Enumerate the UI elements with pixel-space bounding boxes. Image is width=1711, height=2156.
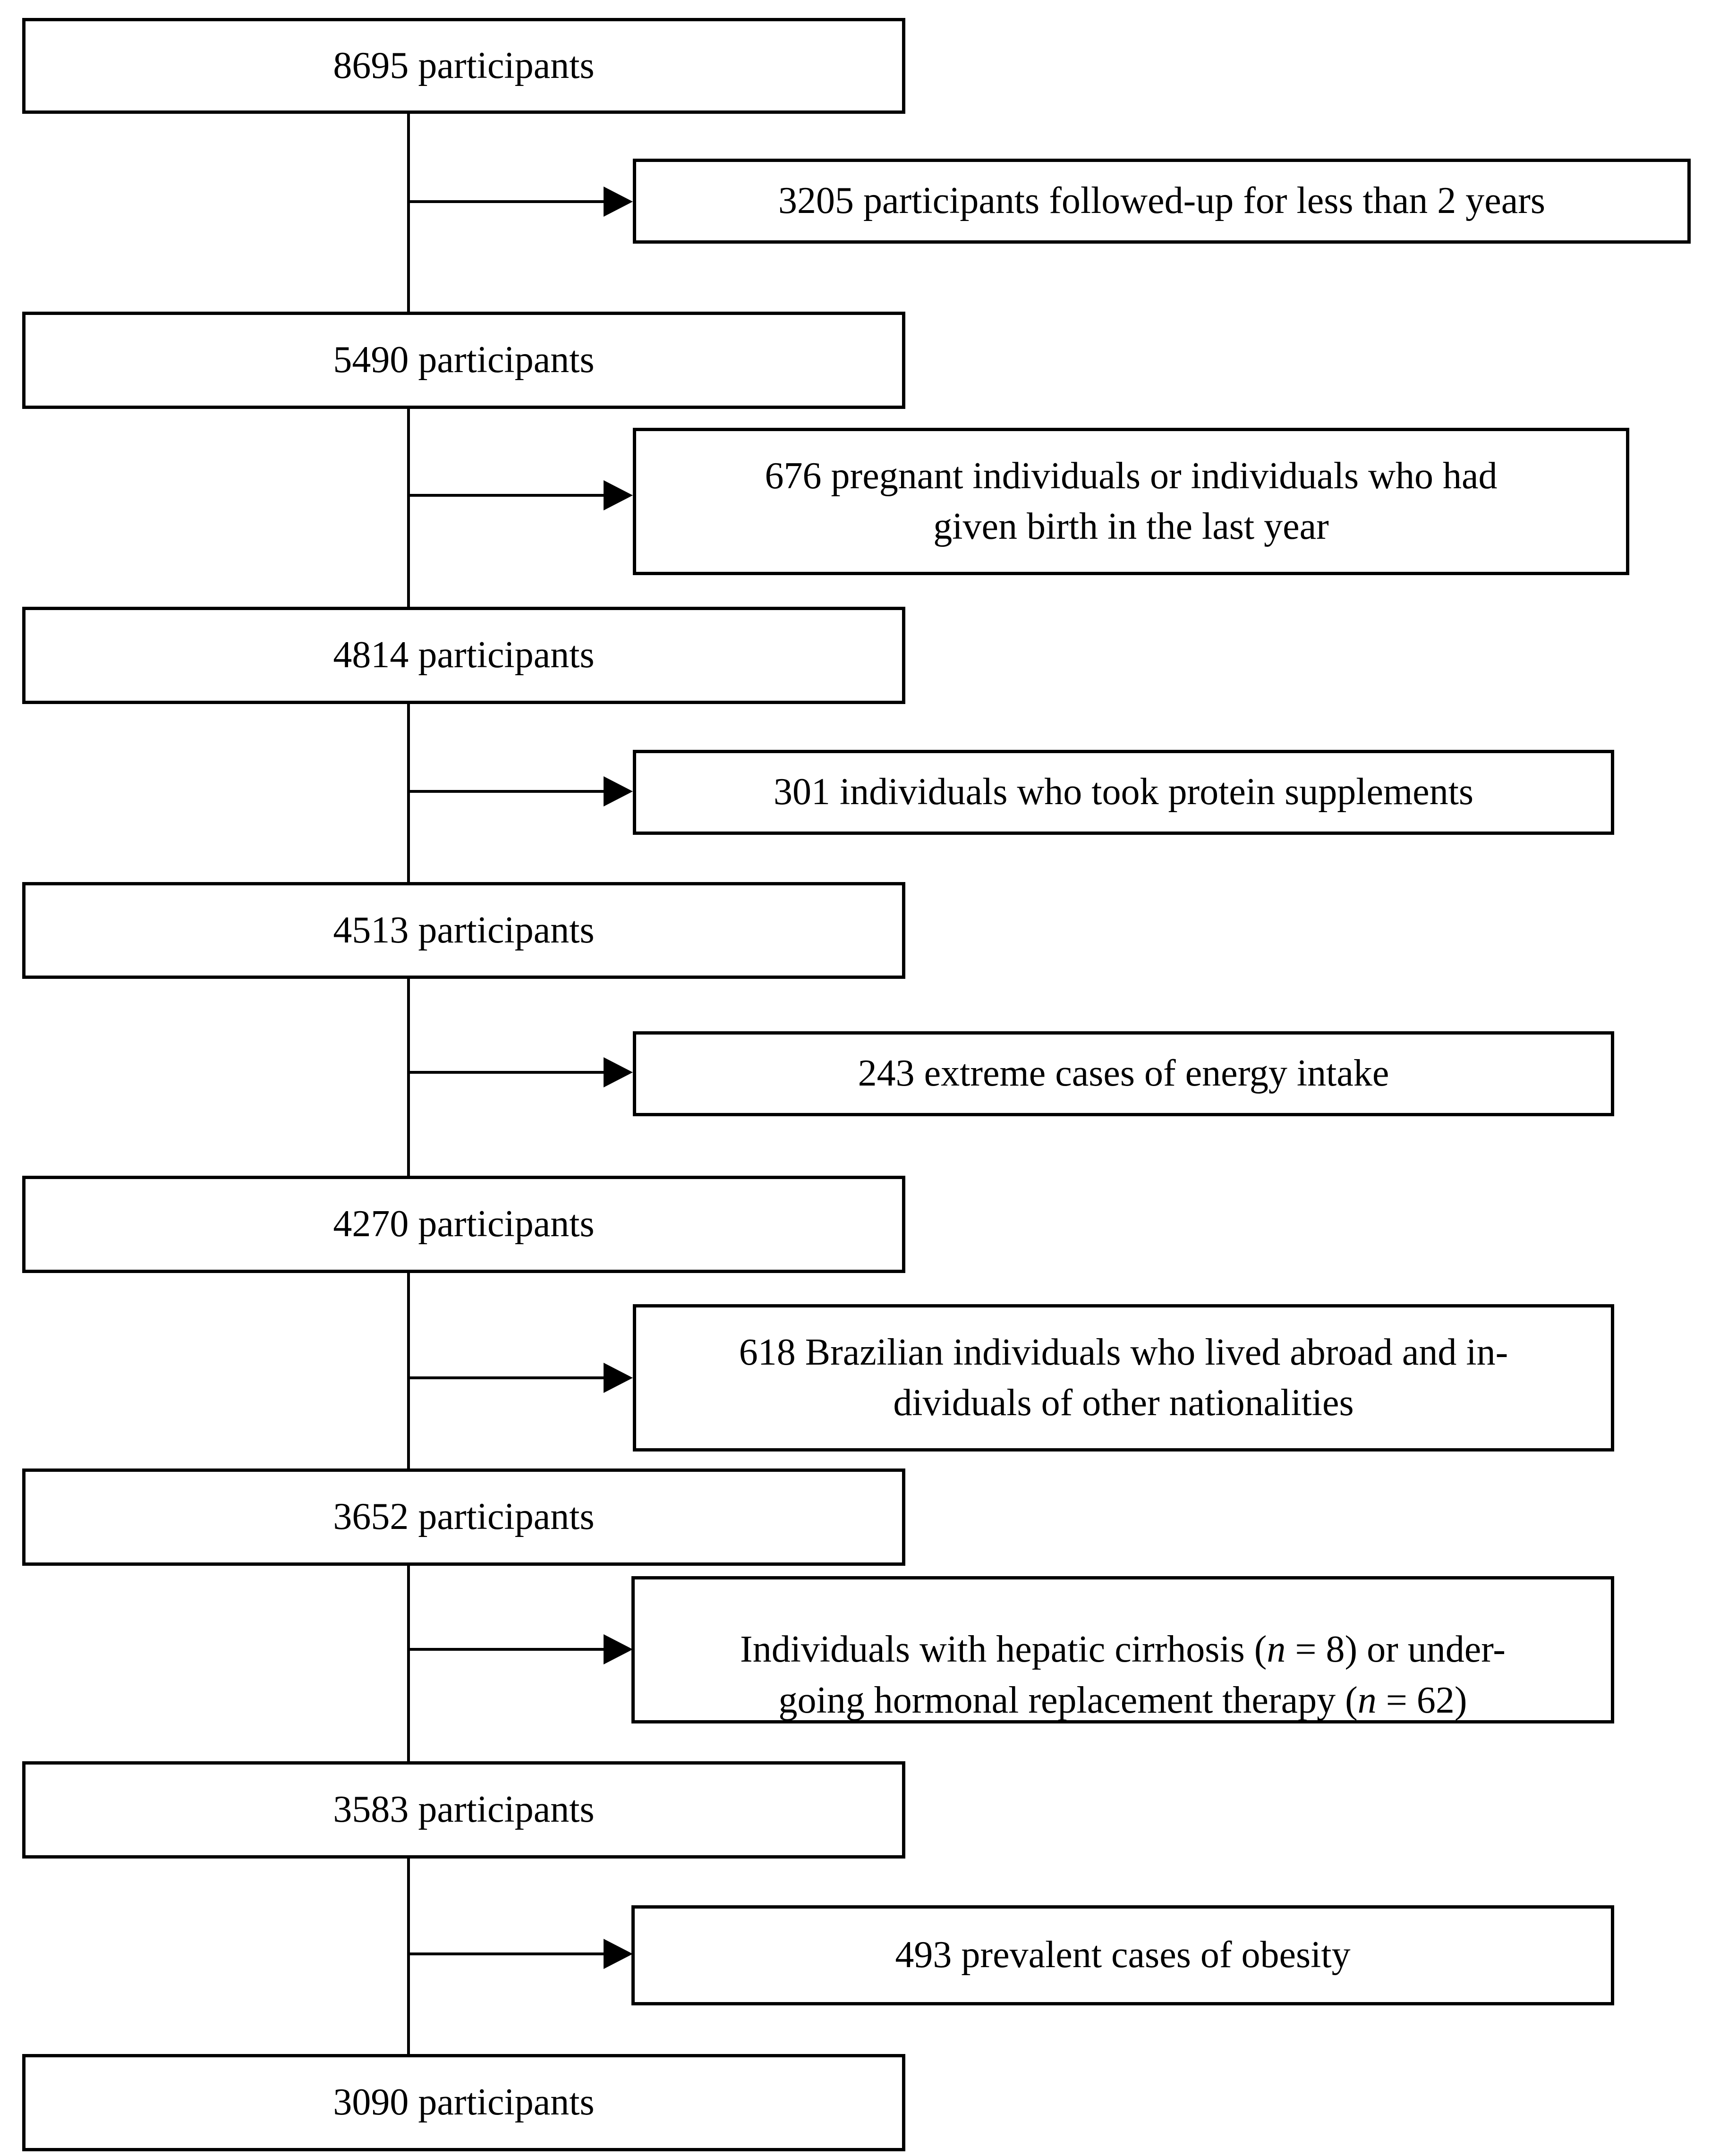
arrow-head-5 xyxy=(604,1363,633,1393)
arrow-head-1 xyxy=(604,187,633,217)
cirrhosis-text-part-2: = 8) or under- going hormonal replacemen… xyxy=(778,1629,1506,1721)
exclusion-box-pregnant: 676 pregnant individuals or individuals … xyxy=(633,428,1629,575)
exclusion-label-obesity: 493 prevalent cases of obesity xyxy=(895,1934,1351,1976)
participants-label-4814: 4814 participants xyxy=(333,634,595,676)
arrow-line-2 xyxy=(407,494,604,497)
cirrhosis-n-italic-2: n xyxy=(1357,1679,1377,1721)
cirrhosis-n-italic-1: n xyxy=(1267,1629,1286,1671)
exclusion-label-protein-supplements: 301 individuals who took protein supplem… xyxy=(773,771,1474,813)
exclusion-box-followup: 3205 participants followed-up for less t… xyxy=(633,159,1691,244)
spine-segment-2 xyxy=(407,408,410,607)
exclusion-label-followup: 3205 participants followed-up for less t… xyxy=(778,180,1546,222)
exclusion-box-protein-supplements: 301 individuals who took protein supplem… xyxy=(633,750,1614,835)
participants-label-3652: 3652 participants xyxy=(333,1496,595,1538)
arrow-line-7 xyxy=(407,1952,604,1955)
exclusion-box-obesity: 493 prevalent cases of obesity xyxy=(631,1905,1614,2005)
spine-segment-7 xyxy=(407,1858,410,2054)
cirrhosis-text-part-3: = 62) xyxy=(1376,1679,1467,1721)
participants-box-4814: 4814 participants xyxy=(22,607,905,704)
participants-box-4270: 4270 participants xyxy=(22,1176,905,1273)
participants-label-4270: 4270 participants xyxy=(333,1203,595,1245)
exclusion-label-cirrhosis-hrt: Individuals with hepatic cirrhosis (n = … xyxy=(635,1574,1611,1726)
exclusion-box-energy-intake: 243 extreme cases of energy intake xyxy=(633,1031,1614,1116)
spine-segment-5 xyxy=(407,1273,410,1468)
exclusion-label-nationality: 618 Brazilian individuals who lived abro… xyxy=(739,1331,1508,1424)
arrow-line-1 xyxy=(407,200,604,203)
arrow-head-3 xyxy=(604,776,633,806)
participants-label-5490: 5490 participants xyxy=(333,339,595,381)
participants-label-4513: 4513 participants xyxy=(333,909,595,951)
participants-box-5490: 5490 participants xyxy=(22,312,905,409)
spine-segment-6 xyxy=(407,1565,410,1761)
exclusion-label-pregnant: 676 pregnant individuals or individuals … xyxy=(765,455,1498,547)
participants-box-8695: 8695 participants xyxy=(22,18,905,114)
participants-box-4513: 4513 participants xyxy=(22,882,905,979)
spine-segment-3 xyxy=(407,704,410,882)
exclusion-box-cirrhosis-hrt: Individuals with hepatic cirrhosis (n = … xyxy=(631,1576,1614,1723)
spine-segment-1 xyxy=(407,113,410,312)
arrow-line-3 xyxy=(407,790,604,793)
cirrhosis-text-part-1: Individuals with hepatic cirrhosis ( xyxy=(740,1629,1267,1671)
participants-box-3583: 3583 participants xyxy=(22,1761,905,1859)
arrow-line-5 xyxy=(407,1376,604,1379)
participants-label-3583: 3583 participants xyxy=(333,1789,595,1831)
participants-box-3090: 3090 participants xyxy=(22,2054,905,2151)
spine-segment-4 xyxy=(407,978,410,1176)
participants-label-3090: 3090 participants xyxy=(333,2081,595,2123)
participants-label-8695: 8695 participants xyxy=(333,44,595,86)
arrow-head-4 xyxy=(604,1057,633,1087)
arrow-head-7 xyxy=(604,1939,633,1969)
arrow-line-6 xyxy=(407,1648,604,1651)
exclusion-box-nationality: 618 Brazilian individuals who lived abro… xyxy=(633,1304,1614,1451)
exclusion-label-energy-intake: 243 extreme cases of energy intake xyxy=(858,1053,1389,1095)
arrow-head-2 xyxy=(604,480,633,510)
arrow-head-6 xyxy=(604,1634,633,1664)
participants-box-3652: 3652 participants xyxy=(22,1468,905,1566)
arrow-line-4 xyxy=(407,1071,604,1074)
